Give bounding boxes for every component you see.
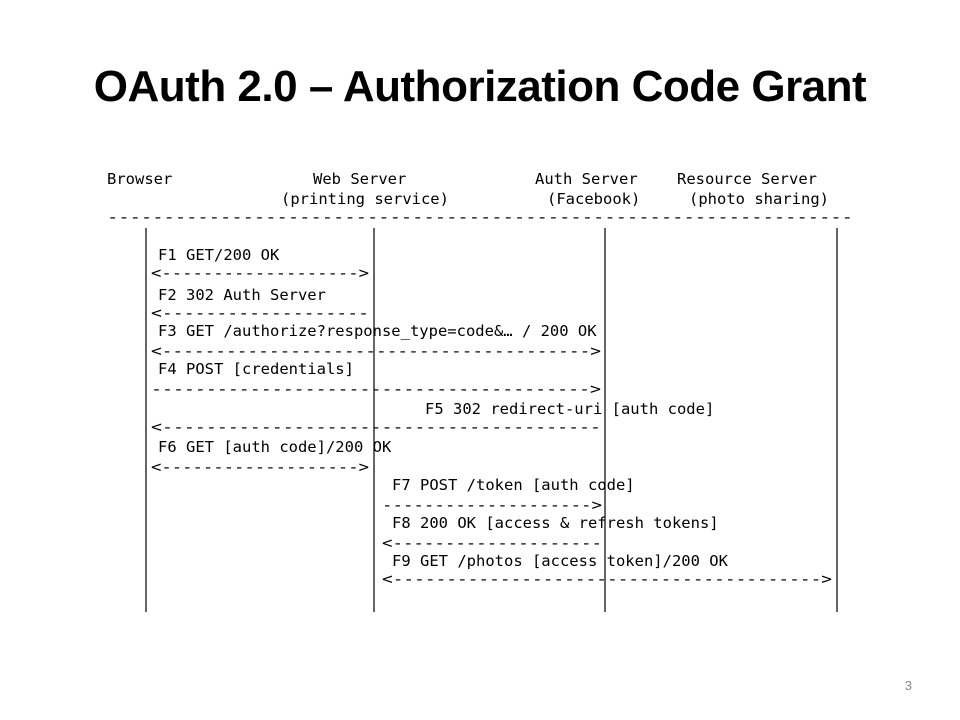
message-label-f8: F8 200 OK [access & refresh tokens] <box>392 514 719 532</box>
message-arrow-f6: <-------------------> <box>151 458 369 476</box>
actor-authserver-sub: (Facebook) <box>547 190 640 208</box>
message-label-f7: F7 POST /token [auth code] <box>392 476 635 494</box>
message-arrow-f7: --------------------> <box>382 496 602 514</box>
message-arrow-f8: <-------------------- <box>382 534 602 552</box>
actor-browser-name: Browser <box>107 170 172 188</box>
slide-title: OAuth 2.0 – Authorization Code Grant <box>93 62 867 111</box>
message-label-f9: F9 GET /photos [access token]/200 OK <box>392 552 729 570</box>
header-separator: ----------------------------------------… <box>107 208 853 226</box>
message-label-f4: F4 POST [credentials] <box>158 360 354 378</box>
message-arrow-f4: ----------------------------------------… <box>151 380 601 398</box>
message-arrow-f1: <-------------------> <box>151 264 369 282</box>
actor-authserver-name: Auth Server <box>535 170 638 188</box>
page-number: 3 <box>904 678 912 693</box>
message-label-f3: F3 GET /authorize?response_type=code&… /… <box>158 322 597 340</box>
message-label-f2: F2 302 Auth Server <box>158 286 326 304</box>
actor-webserver-name: Web Server <box>313 170 406 188</box>
actor-webserver-sub: (printing service) <box>281 190 449 208</box>
message-label-f1: F1 GET/200 OK <box>158 246 280 264</box>
message-arrow-f2: <------------------- <box>151 304 369 322</box>
message-label-f5: F5 302 redirect-uri [auth code] <box>425 400 714 418</box>
message-arrow-f5: <---------------------------------------… <box>151 418 601 436</box>
actor-resourceserver-name: Resource Server <box>677 170 817 188</box>
message-arrow-f3: <---------------------------------------… <box>151 342 601 360</box>
actor-resourceserver-sub: (photo sharing) <box>689 190 829 208</box>
message-arrow-f9: <---------------------------------------… <box>382 570 832 588</box>
message-label-f6: F6 GET [auth code]/200 OK <box>158 438 392 456</box>
